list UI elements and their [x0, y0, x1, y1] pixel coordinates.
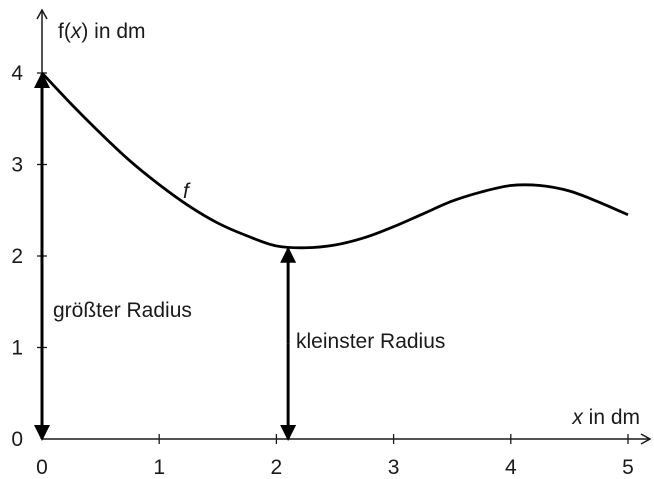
x-ticks: 0 1 2 3 4 5 [36, 434, 634, 479]
x-tick-label-5: 5 [622, 456, 634, 479]
y-ticks: 0 1 2 3 4 [11, 62, 47, 451]
series-f-label: f [183, 180, 191, 203]
y-tick-label-4: 4 [11, 62, 23, 85]
radius-arrows [34, 72, 297, 441]
series-f-line [40, 72, 629, 250]
x-axis-label: x in dm [571, 406, 640, 429]
y-tick-label-3: 3 [11, 154, 23, 177]
x-tick-label-2: 2 [271, 456, 283, 479]
y-tick-label-0: 0 [11, 428, 23, 451]
y-axis-label: f(x) in dm [58, 20, 146, 43]
annotation-smallest-radius: kleinster Radius [296, 330, 445, 353]
y-tick-label-2: 2 [11, 245, 23, 268]
x-tick-label-4: 4 [505, 456, 517, 479]
x-tick-label-3: 3 [388, 456, 400, 479]
x-tick-label-1: 1 [153, 456, 165, 479]
annotation-largest-radius: größter Radius [53, 299, 192, 322]
x-tick-label-0: 0 [36, 456, 48, 479]
y-tick-label-1: 1 [11, 337, 23, 360]
